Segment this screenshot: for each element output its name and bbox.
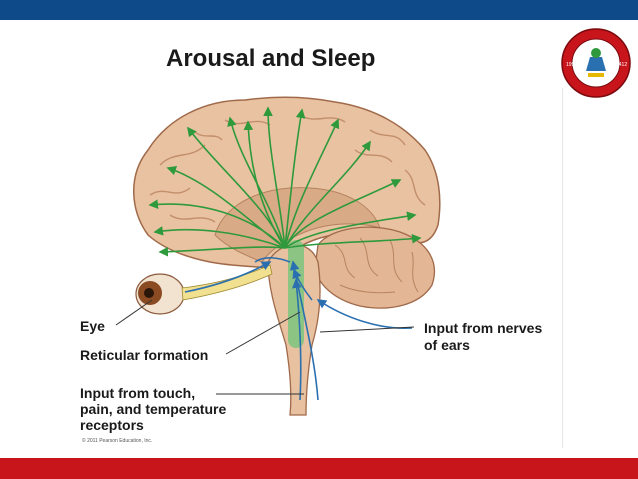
label-input-touch-line3: receptors bbox=[80, 417, 144, 433]
copyright-text: © 2011 Pearson Education, Inc. bbox=[82, 438, 153, 444]
eye bbox=[135, 264, 273, 315]
label-input-touch-line2: pain, and temperature bbox=[80, 401, 227, 417]
label-input-touch-line1: Input from touch, bbox=[80, 385, 196, 401]
divider-line bbox=[562, 88, 563, 448]
reticular-formation bbox=[288, 240, 304, 348]
top-banner bbox=[0, 0, 638, 20]
college-seal-logo: 1992 1412 bbox=[561, 28, 631, 98]
logo-year-right: 1412 bbox=[616, 62, 627, 68]
cerebellum bbox=[314, 226, 436, 309]
label-reticular-formation: Reticular formation bbox=[80, 347, 209, 363]
label-leaders bbox=[115, 299, 415, 395]
bottom-banner bbox=[0, 458, 638, 479]
label-input-ears-line2: of ears bbox=[424, 337, 470, 353]
arousal-arrows bbox=[148, 106, 422, 257]
label-input-ears-line1: Input from nerves bbox=[424, 320, 543, 336]
gyri-lines bbox=[149, 114, 426, 223]
logo-year-left: 1992 bbox=[566, 62, 577, 68]
label-eye: Eye bbox=[80, 318, 105, 334]
slide-title: Arousal and Sleep bbox=[166, 45, 376, 72]
